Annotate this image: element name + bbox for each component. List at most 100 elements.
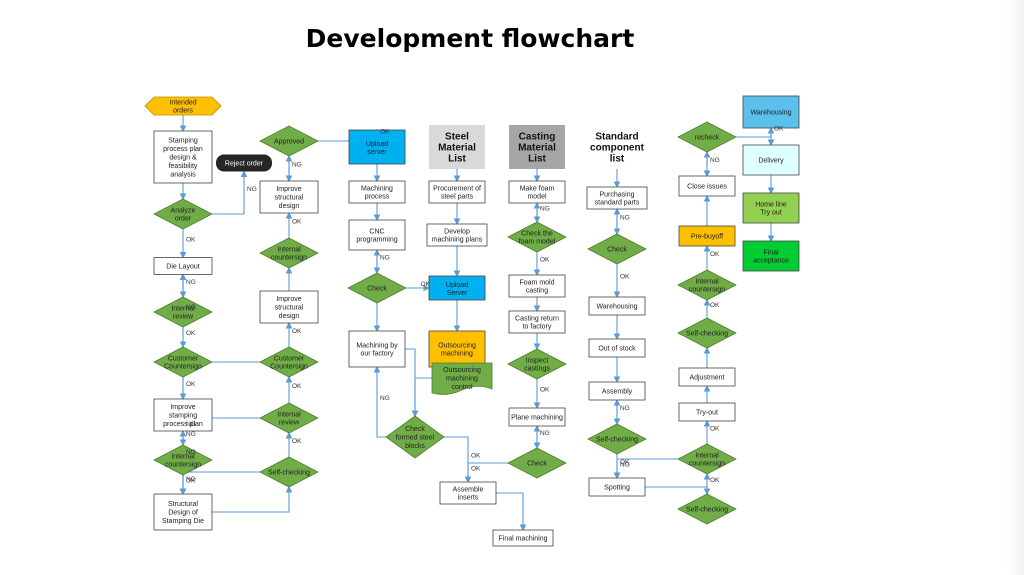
node-label: Try-out [696,409,718,416]
connector-label: NG [540,430,550,437]
node-shape [677,317,737,349]
node-shape [426,223,488,247]
node-shape [385,415,445,459]
connector-label: OK [710,426,720,433]
connector-label: OK [292,328,302,335]
connector-label: NG [540,206,550,213]
connector-label: NG [186,304,196,311]
connector-label: OK [186,381,196,388]
node-shape [587,423,647,455]
node-shape [587,233,647,265]
connector-label: OK [471,453,481,460]
node-shape [742,240,800,272]
node-shape [492,529,554,547]
node-shape [428,180,486,204]
connector [645,486,711,496]
node-shape [428,275,486,301]
node-n53: Adjustment [678,367,736,387]
node-shape [259,125,319,157]
connector-label: OK [710,251,720,258]
node-shape [259,346,319,378]
connector [405,348,419,418]
node-n46: Self-checking [587,423,647,455]
connector-label: OK [186,478,196,485]
node-n48: recheck [677,121,737,153]
connector [613,458,678,480]
node-n11: Approved [259,125,319,157]
node-shape [678,367,736,387]
connector [411,377,432,418]
node-shape [742,144,800,176]
node-n5: Die Layout [153,257,213,275]
node-label: Plane machining [511,414,563,421]
node-shape [588,477,646,497]
node-label: Out of stock [598,345,636,352]
node-label: Reject order [225,160,264,167]
node-label: Self-checking [686,330,728,337]
connector [464,462,508,484]
node-label: Pre-buyoff [691,233,723,240]
node-shape [259,402,319,434]
connector-label: NG [186,279,196,286]
connector [212,485,293,513]
frame-edge [1006,0,1024,575]
node-shape [348,180,406,204]
connector-label: OK [421,281,431,288]
node-shape [428,330,486,368]
node-shape [742,95,800,129]
node-shape [429,125,485,169]
node-shape [259,180,319,214]
node-shape [678,225,736,247]
node-shape [677,493,737,525]
node-shape [348,129,406,165]
node-shape [678,402,736,422]
node-shape [153,398,213,432]
node-shape [439,481,497,505]
node-label: Check [607,246,627,253]
node-shape [507,221,567,253]
connector-label: OK [620,459,630,466]
node-n43: Warehousing [588,296,646,316]
node-label: Die Layout [166,263,200,270]
node-shape [153,257,213,275]
node-shape [153,130,213,184]
node-shape [144,96,222,116]
node-shape [259,237,319,269]
connector-label: OK [540,257,550,264]
connector-label: NG [710,157,720,164]
node-shape [588,296,646,316]
connector [444,436,472,484]
node-n49: Close issues [678,175,736,197]
connector-label: OK [774,126,784,133]
node-shape [586,186,648,210]
connector-label: OK [710,477,720,484]
